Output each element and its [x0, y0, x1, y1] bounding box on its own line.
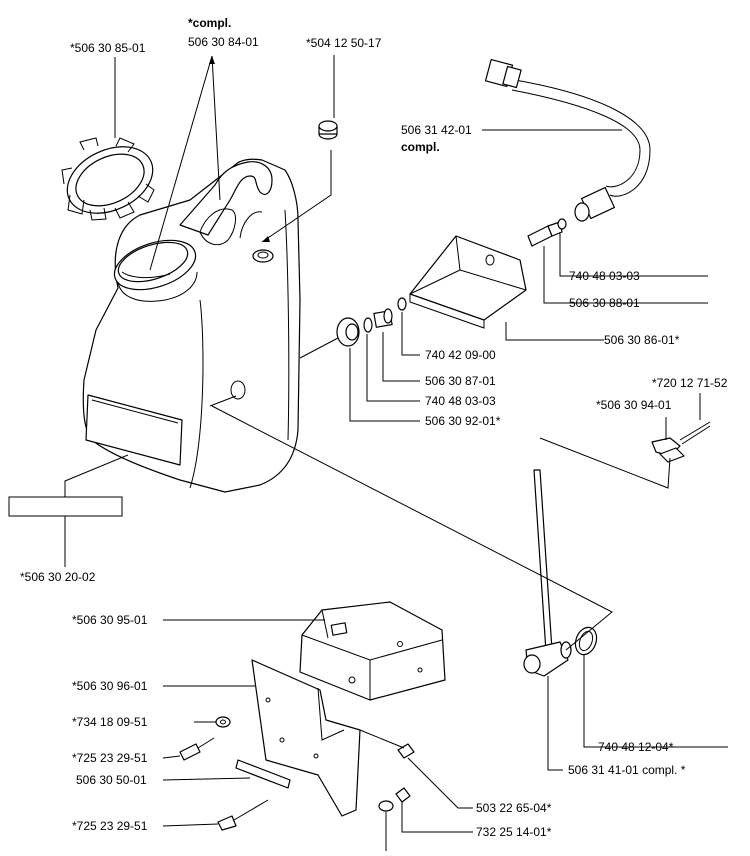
label-740480303-a: 740 48 03-03 [569, 269, 640, 283]
label-740480303-b: 740 48 03-03 [425, 394, 496, 408]
label-506308601: 506 30 86-01* [604, 333, 680, 347]
label-725232951-a: *725 23 29-51 [72, 751, 148, 765]
label-506305001: 506 30 50-01 [76, 773, 147, 787]
label-506314101: 506 31 41-01 compl. * [568, 763, 686, 777]
label-506308401: 506 30 84-01 [188, 35, 259, 49]
label-740481204: 740 48 12-04* [598, 740, 674, 754]
battery-box [299, 601, 446, 701]
label-506309501: *506 30 95-01 [72, 613, 148, 627]
label-504125017: *504 12 50-17 [306, 36, 382, 50]
tank-cap [61, 137, 155, 221]
leader-lines [64, 55, 728, 851]
mounting-plate [251, 659, 361, 817]
grommet [318, 120, 338, 140]
valve-parts [336, 297, 407, 347]
label-box [8, 496, 123, 517]
label-506314201: 506 31 42-01 [401, 123, 472, 137]
label-732251401: 732 25 14-01* [476, 825, 552, 839]
label-734180951: *734 18 09-51 [72, 715, 148, 729]
hose-connector [527, 218, 567, 247]
label-506309401: *506 30 94-01 [596, 398, 672, 412]
label-720127152: *720 12 71-52 [652, 376, 728, 390]
label-506309601: *506 30 96-01 [72, 679, 148, 693]
label-compl-star: *compl. [188, 16, 231, 30]
label-740420900: 740 42 09-00 [425, 348, 496, 362]
label-506308701: 506 30 87-01 [425, 374, 496, 388]
label-506308501: *506 30 85-01 [70, 41, 146, 55]
label-compl-hose: compl. [401, 140, 440, 154]
label-506309201: 506 30 92-01* [425, 414, 501, 428]
label-503226504: 503 22 65-04* [476, 801, 552, 815]
lever-rod [523, 469, 598, 677]
knob-pin [651, 421, 711, 463]
mounting-bracket [409, 235, 527, 329]
label-506302002: *506 30 20-02 [20, 570, 96, 584]
label-725232951-b: *725 23 29-51 [72, 819, 148, 833]
hose-assembly [484, 58, 651, 222]
fasteners [179, 716, 415, 831]
label-506308801: 506 30 88-01 [569, 296, 640, 310]
water-tank [82, 158, 301, 493]
